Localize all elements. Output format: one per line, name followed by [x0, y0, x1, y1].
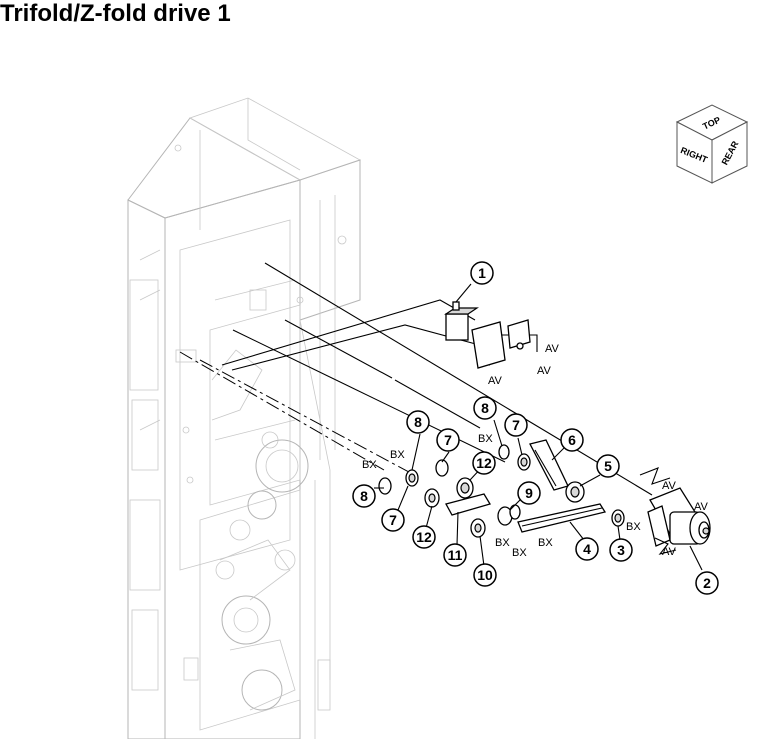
svg-text:7: 7 — [389, 512, 397, 528]
tag-bx: BX — [626, 521, 641, 533]
tag-av: AV — [662, 546, 677, 558]
tag-bx: BX — [478, 433, 493, 445]
svg-text:8: 8 — [481, 400, 489, 416]
tag-av: AV — [545, 343, 560, 355]
svg-text:5: 5 — [604, 458, 612, 474]
lower-shaft-parts — [378, 459, 625, 538]
orientation-cube: TOP RIGHT REAR — [675, 104, 749, 184]
svg-text:10: 10 — [477, 567, 493, 583]
svg-text:8: 8 — [414, 414, 422, 430]
callout-2: 2 — [695, 571, 719, 595]
callout-7: 7 — [381, 508, 405, 532]
svg-text:9: 9 — [525, 485, 533, 501]
tag-av: AV — [662, 480, 677, 492]
callout-6: 6 — [560, 428, 584, 452]
tag-bx: BX — [362, 459, 377, 471]
callout-1: 1 — [470, 261, 494, 285]
svg-text:7: 7 — [512, 417, 520, 433]
callout-8: 8 — [352, 484, 376, 508]
callout-10: 10 — [473, 563, 497, 587]
svg-text:6: 6 — [568, 432, 576, 448]
svg-text:1: 1 — [478, 265, 486, 281]
svg-text:4: 4 — [583, 541, 591, 557]
svg-text:8: 8 — [360, 488, 368, 504]
tag-av: AV — [694, 501, 709, 513]
assembly-lines — [179, 262, 653, 496]
callout-7: 7 — [504, 413, 528, 437]
svg-text:12: 12 — [416, 529, 432, 545]
callout-8: 8 — [406, 410, 430, 434]
part-motor — [639, 467, 711, 571]
callout-11: 11 — [443, 543, 467, 567]
tag-av: AV — [537, 365, 552, 377]
svg-text:7: 7 — [444, 432, 452, 448]
tag-bx: BX — [495, 537, 510, 549]
svg-text:11: 11 — [448, 547, 463, 563]
machine-frame — [127, 97, 361, 739]
callout-3: 3 — [609, 538, 633, 562]
callout-leaders — [374, 419, 621, 567]
callout-7: 7 — [436, 428, 460, 452]
part-solenoid — [444, 283, 531, 369]
svg-text:12: 12 — [476, 455, 492, 471]
page-title: Trifold/Z-fold drive 1 — [0, 0, 231, 27]
upper-shaft-parts — [498, 439, 585, 503]
tag-bx: BX — [538, 537, 553, 549]
svg-text:3: 3 — [617, 542, 625, 558]
callout-5: 5 — [596, 454, 620, 478]
svg-text:2: 2 — [703, 575, 711, 591]
callout-12: 12 — [412, 525, 436, 549]
callout-9: 9 — [517, 481, 541, 505]
tag-bx: BX — [512, 547, 527, 559]
tag-bx: BX — [390, 449, 405, 461]
tag-av: AV — [488, 375, 503, 387]
callout-8: 8 — [473, 396, 497, 420]
callout-12: 12 — [472, 451, 496, 475]
callout-4: 4 — [575, 537, 599, 561]
reference-tags: AV AV AV AV AV AV BX BX BX BX BX BX BX — [362, 343, 709, 559]
